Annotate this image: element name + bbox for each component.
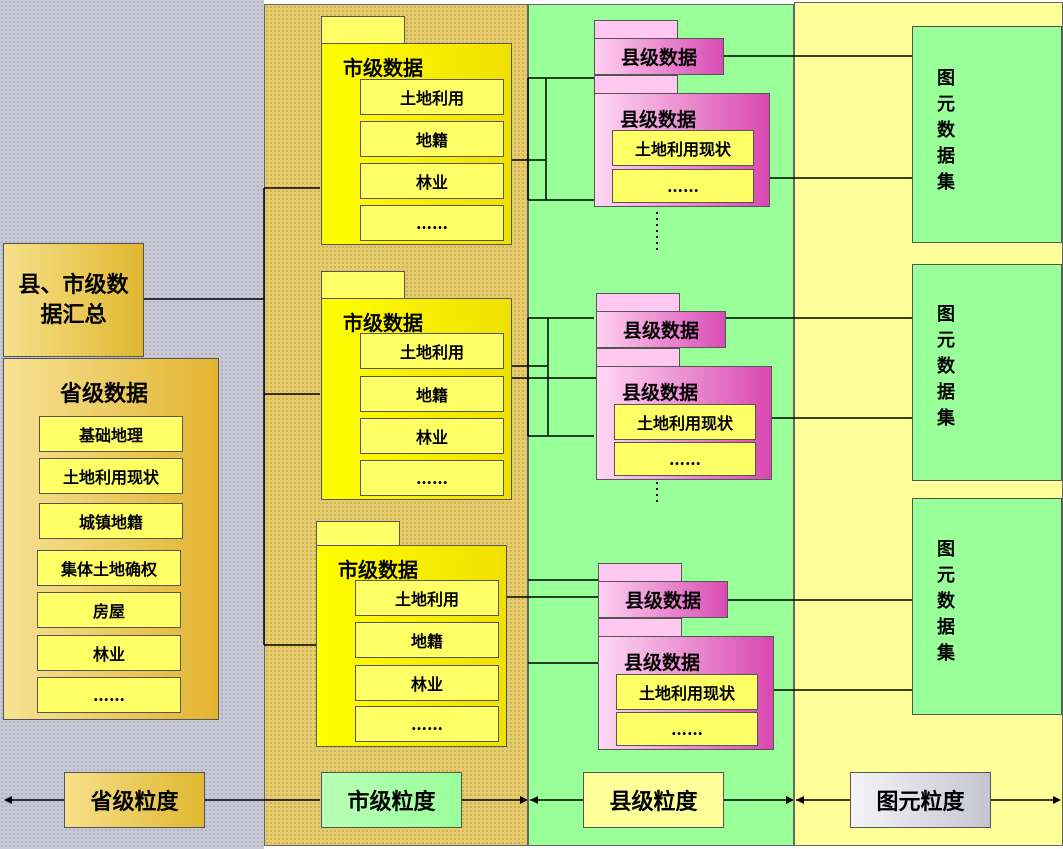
city-block-tab (316, 521, 400, 547)
county-tab (594, 75, 678, 95)
element-set-label: 图元数据集 (937, 68, 955, 193)
city-item: …… (360, 460, 504, 496)
county-item: 土地利用现状 (612, 130, 754, 166)
city-block-title: 市级数据 (343, 56, 423, 80)
element-set-label: 图元数据集 (937, 539, 955, 664)
city-block-title: 市级数据 (338, 558, 418, 582)
summary-title: 县、市级数据汇总 (18, 272, 129, 328)
county-small-box: 县级数据 (596, 311, 726, 348)
county-small-box: 县级数据 (594, 38, 724, 75)
provincial-item: …… (37, 677, 181, 713)
city-block-tab (321, 271, 405, 299)
city-block-title: 市级数据 (343, 311, 423, 335)
county-big-title: 县级数据 (620, 109, 697, 131)
county-item: …… (616, 712, 758, 746)
county-item: 土地利用现状 (616, 674, 758, 710)
city-block-tab (321, 16, 405, 44)
county-tab (598, 618, 682, 638)
county-big-title: 县级数据 (622, 382, 699, 404)
city-item: …… (355, 706, 499, 742)
granularity-provincial: 省级粒度 (64, 772, 205, 828)
county-tab (598, 563, 682, 583)
provincial-item: 林业 (37, 635, 181, 671)
granularity-county: 县级粒度 (583, 772, 724, 828)
county-tab (594, 20, 678, 40)
city-item: 地籍 (360, 376, 504, 412)
city-item: 土地利用 (360, 333, 504, 369)
county-item: …… (612, 169, 754, 203)
county-big-title: 县级数据 (624, 652, 701, 674)
element-set-label: 图元数据集 (937, 304, 955, 429)
element-set-box (912, 26, 1062, 243)
county-item: 土地利用现状 (614, 404, 756, 440)
city-item: 地籍 (355, 622, 499, 658)
provincial-item: 城镇地籍 (39, 503, 183, 539)
county-item: …… (614, 442, 756, 476)
city-item: 林业 (360, 163, 504, 199)
city-item: 土地利用 (360, 79, 504, 115)
city-item: 林业 (360, 418, 504, 454)
element-set-box (912, 264, 1062, 481)
county-small-box: 县级数据 (598, 581, 728, 618)
county-tab (596, 348, 680, 368)
provincial-item: 房屋 (37, 592, 181, 628)
provincial-title: 省级数据 (60, 381, 149, 407)
city-item: 林业 (355, 665, 499, 701)
city-item: 土地利用 (355, 580, 499, 616)
city-item: 地籍 (360, 121, 504, 157)
element-set-box (912, 498, 1062, 715)
county-tab (596, 293, 680, 313)
provincial-item: 基础地理 (39, 416, 183, 452)
granularity-city: 市级粒度 (321, 772, 462, 828)
provincial-item: 集体土地确权 (37, 550, 181, 586)
granularity-element: 图元粒度 (850, 772, 991, 828)
summary-box: 县、市级数据汇总 (3, 243, 144, 357)
provincial-item: 土地利用现状 (39, 458, 183, 494)
city-item: …… (360, 205, 504, 241)
